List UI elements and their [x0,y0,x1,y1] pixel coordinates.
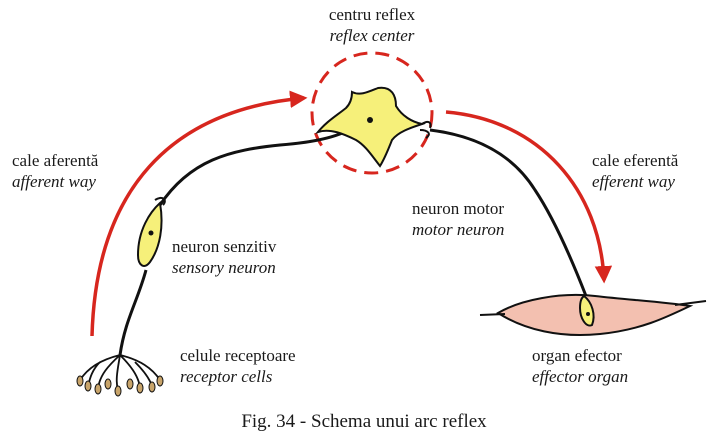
motor-neuron-label: neuron motor motor neuron [412,198,504,240]
efferent-way-label: cale eferentă efferent way [592,150,678,192]
reflex-center-label: centru reflex reflex center [302,4,442,46]
receptor-cells-label: celule receptoare receptor cells [180,345,296,387]
sensory-neuron-label: neuron senzitiv sensory neuron [172,236,276,278]
efferent-way-ro: cale eferentă [592,151,679,170]
figure-caption: Fig. 34 - Schema unui arc reflex [241,411,487,432]
reflex-center-synapse [419,120,432,139]
sensory-neuron-connector [154,196,166,206]
motor-neuron-en: motor neuron [412,220,505,239]
motor-neuron-ro: neuron motor [412,199,505,218]
afferent-arrow [90,90,308,337]
sensory-neuron-dendrite [118,269,148,356]
afferent-way-label: cale aferentă afferent way [12,150,98,192]
effector-organ-tendon [674,300,707,306]
reflex-center-en: reflex center [329,26,415,45]
efferent-way-en: efferent way [592,172,675,191]
sensory-neuron-ro: neuron senzitiv [172,237,277,256]
effector-organ-ro: organ efector [532,346,622,365]
reflex-center-nucleus [367,117,373,123]
afferent-way-ro: cale aferentă [12,151,99,170]
receptor-cells-ro: celule receptoare [180,346,296,365]
receptor-cells [76,354,164,397]
afferent-way-en: afferent way [12,172,96,191]
motor-end-plate [578,294,595,327]
reflex-center-circle [310,51,434,175]
efferent-arrow [445,110,613,284]
effector-organ-en: effector organ [532,367,629,386]
reflex-center-cell [315,86,426,168]
sensory-neuron-nucleus [148,230,154,236]
sensory-neuron-axon [158,122,359,206]
effector-organ-tendon [479,313,506,316]
receptor-cells-en: receptor cells [180,367,273,386]
motor-end-plate-nucleus [586,312,590,316]
reflex-center-ro: centru reflex [328,5,416,24]
effector-organ-label: organ efector effector organ [532,345,628,387]
motor-neuron-axon [429,128,588,297]
sensory-neuron-en: sensory neuron [172,258,276,277]
